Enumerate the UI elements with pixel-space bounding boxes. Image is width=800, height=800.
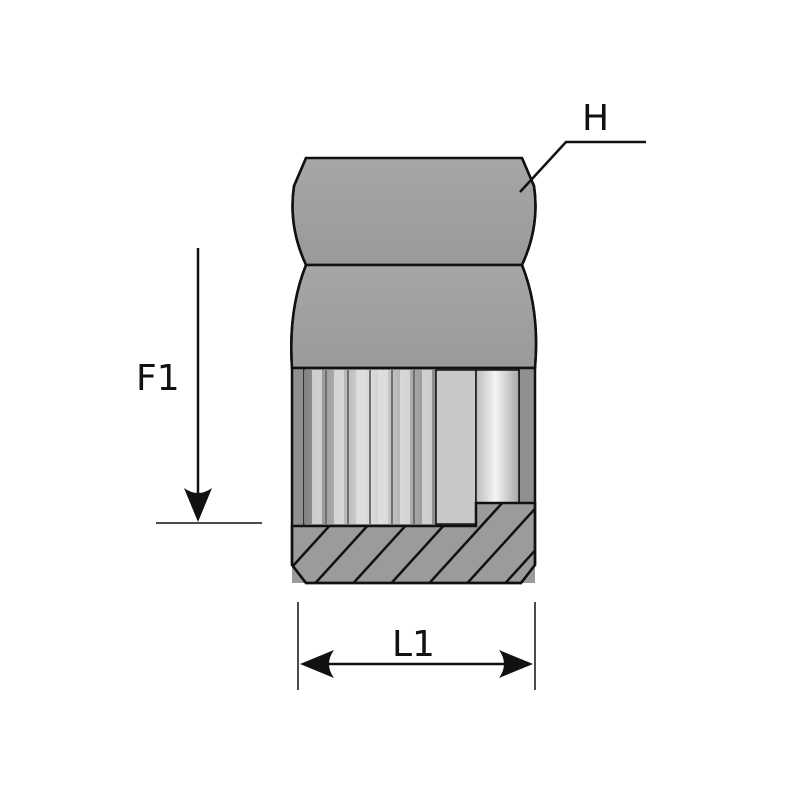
thread-dimension: F1: [136, 248, 262, 524]
hex-leader-line: [519, 140, 646, 193]
hatch-line: [489, 503, 535, 583]
hatch-line: [680, 490, 780, 600]
hatch-line: [451, 503, 535, 583]
thread-ridge: [356, 370, 366, 524]
length-arrowhead-right: [499, 650, 533, 678]
hatch-line: [527, 503, 535, 583]
thread-relief: [435, 369, 477, 525]
hatch-line: [718, 490, 800, 600]
bore: [475, 369, 520, 504]
hex-side-left: [290, 157, 308, 369]
hatch-line: [604, 490, 704, 600]
thread-arrowhead: [184, 488, 212, 522]
thread-ridge: [334, 370, 344, 524]
right-wall: [518, 367, 536, 504]
thread-label: F1: [136, 358, 180, 399]
hex-leader: H: [519, 98, 646, 193]
hex-side-right: [520, 157, 538, 369]
length-arrowhead-left: [300, 650, 334, 678]
hatch-line: [566, 490, 666, 600]
thread-ridge: [378, 370, 388, 524]
thread-ridge: [400, 370, 410, 524]
hatch-line: [642, 490, 742, 600]
length-dimension: L1: [297, 602, 536, 690]
thread-ridge: [422, 370, 432, 524]
hex-flat-top: [291, 156, 537, 267]
section-view: [290, 366, 800, 600]
left-wall: [291, 367, 305, 527]
length-label: L1: [392, 624, 435, 665]
thread-ridges: [312, 370, 437, 524]
lower-body-outline: [290, 368, 537, 585]
thread-ridge: [312, 370, 322, 524]
hex-nut-body: [290, 156, 538, 370]
hatch-line: [413, 503, 515, 583]
hex-flat-lower: [290, 263, 538, 370]
hex-label: H: [582, 98, 609, 139]
